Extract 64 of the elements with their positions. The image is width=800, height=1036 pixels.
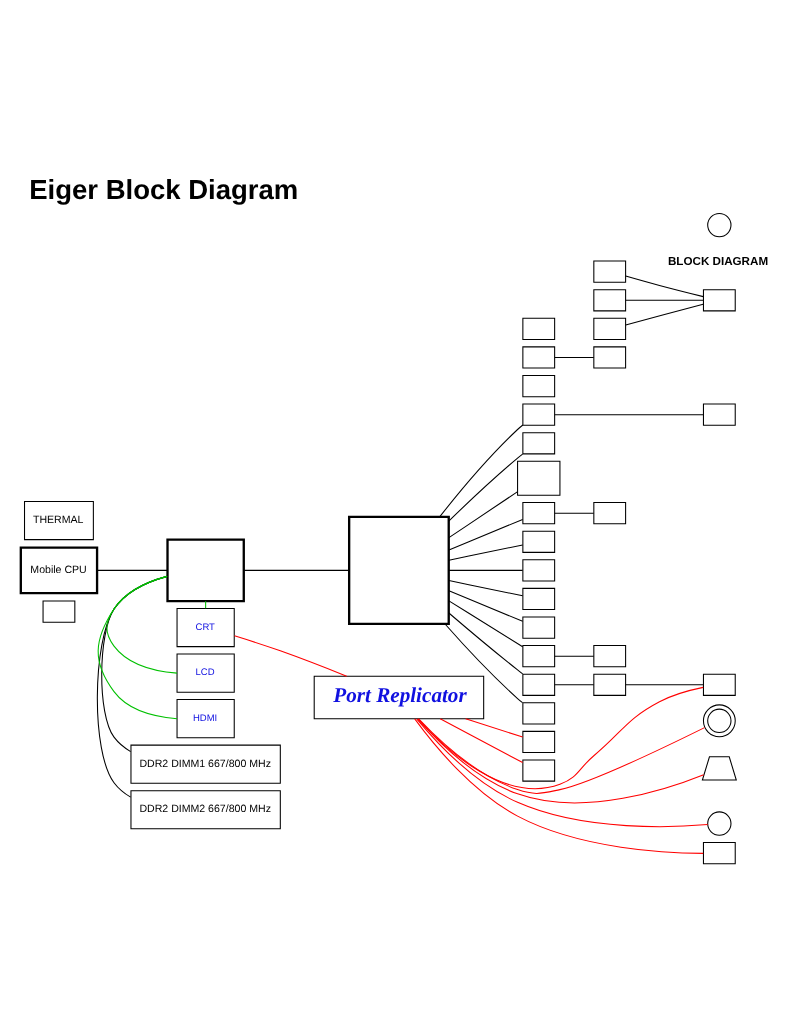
node-box [593, 288, 627, 311]
connector [448, 490, 518, 538]
node-box [522, 529, 556, 552]
connector [625, 274, 704, 297]
connector [243, 568, 350, 570]
connector [439, 717, 524, 763]
node-box [702, 672, 736, 695]
node-box [522, 501, 556, 524]
node-box: Port Replicator [313, 674, 485, 719]
node-box [702, 841, 736, 864]
node-circle [707, 211, 732, 237]
connector [554, 511, 595, 513]
connector [444, 622, 523, 703]
connector [448, 568, 524, 570]
node-box [593, 259, 627, 282]
connector [106, 574, 178, 673]
connector [554, 413, 704, 415]
connector [97, 574, 178, 719]
connector [96, 568, 168, 570]
connector [448, 579, 524, 596]
node-box [522, 586, 556, 610]
connector [465, 717, 524, 737]
node-box [522, 729, 556, 753]
node-box [593, 501, 627, 524]
connector [448, 543, 524, 560]
connector [416, 717, 709, 827]
node-box [702, 288, 736, 311]
node-box [166, 537, 245, 602]
node-box [593, 672, 627, 695]
node-box [522, 373, 556, 397]
connector [414, 717, 704, 853]
connector [448, 517, 524, 550]
node-box [522, 672, 556, 695]
node-box [348, 514, 450, 625]
node-box [522, 758, 556, 781]
node-box [522, 316, 556, 339]
node-box [522, 345, 556, 368]
node-box [42, 599, 76, 622]
node-box [593, 316, 627, 339]
node-box [522, 644, 556, 667]
connector [625, 298, 704, 300]
node-box [522, 615, 556, 638]
connector [448, 611, 524, 674]
connector [554, 355, 595, 357]
node-box [593, 345, 627, 368]
connector [448, 599, 524, 647]
node-box [522, 431, 556, 454]
node-box [522, 701, 556, 724]
node-box [593, 644, 627, 667]
connector [554, 683, 595, 685]
node-box [522, 402, 556, 425]
node-box [702, 402, 736, 425]
node-speaker [701, 755, 737, 780]
connector [448, 452, 524, 521]
connector [439, 423, 524, 517]
connector [448, 589, 524, 621]
connector [554, 654, 595, 656]
connector [233, 634, 348, 676]
node-box [517, 459, 561, 495]
connector [625, 302, 704, 325]
connector [625, 683, 704, 685]
node-circle [707, 810, 732, 835]
node-box [522, 558, 556, 581]
diagram-title: Eiger Block Diagram [29, 174, 299, 205]
